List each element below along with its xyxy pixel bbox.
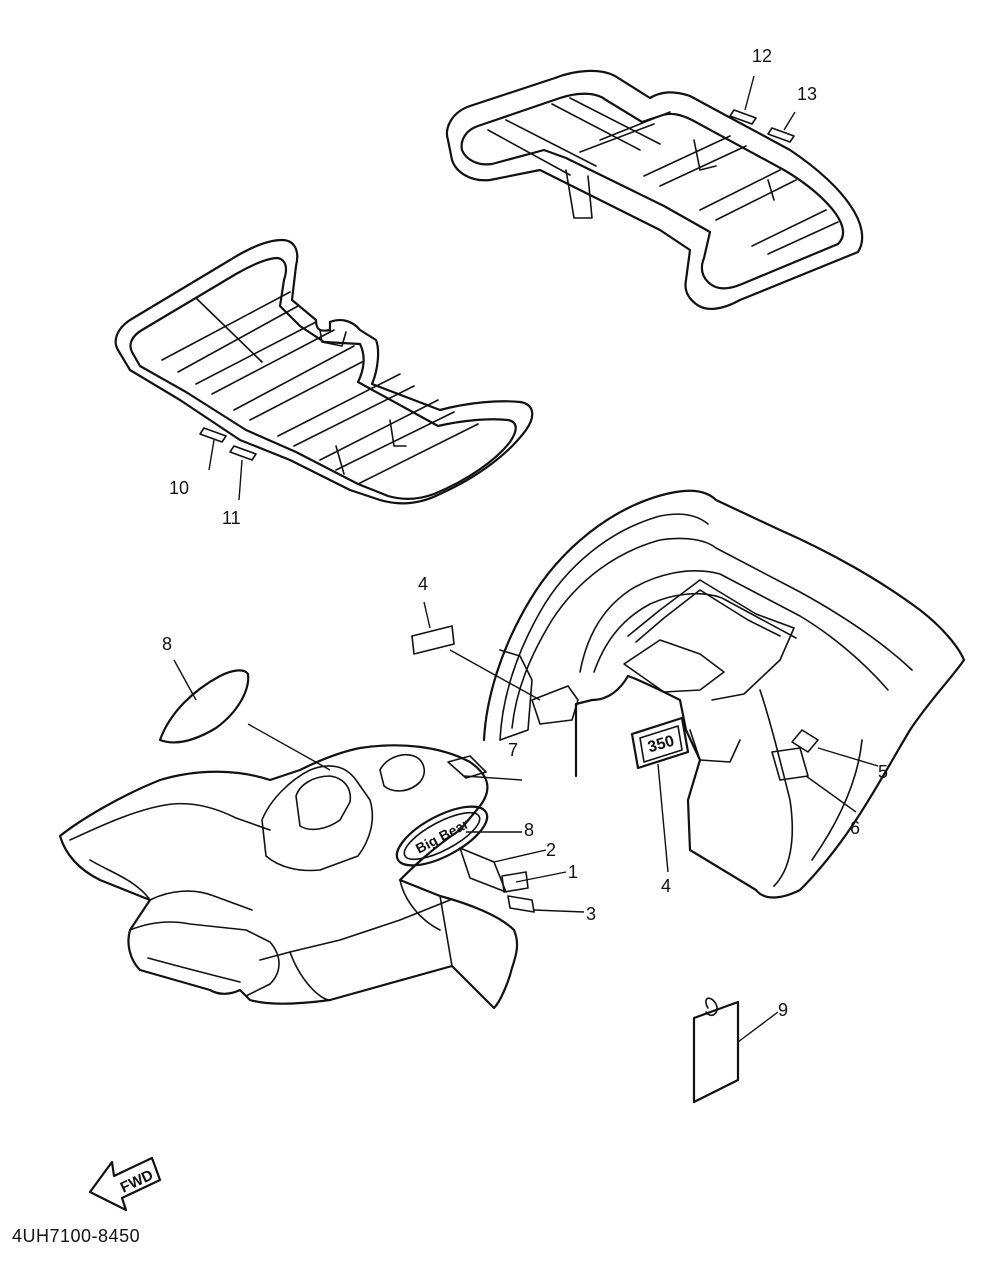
callout-5: 5 (878, 762, 888, 782)
decal-8-bigbear: Big Bear (395, 805, 489, 867)
label-10 (199, 427, 227, 443)
label-13 (767, 127, 795, 143)
decal-5 (791, 729, 819, 753)
front-fender (58, 744, 519, 1010)
callout-9: 9 (778, 1000, 788, 1020)
leader-lines (173, 75, 879, 1043)
callout-10: 10 (169, 478, 189, 498)
decal-4-upper (411, 625, 455, 655)
callout-4-upper: 4 (418, 574, 428, 594)
callout-numbers: 12 13 10 11 4 8 7 8 2 1 3 4 5 6 9 (162, 46, 888, 1020)
rear-carrier (445, 69, 864, 310)
fwd-arrow: FWD (88, 1156, 162, 1212)
callout-4-lower: 4 (661, 876, 671, 896)
callout-13: 13 (797, 84, 817, 104)
decal-1 (501, 871, 529, 893)
label-12 (729, 109, 757, 125)
callout-8-upper: 8 (162, 634, 172, 654)
decal-350-text: 350 (646, 733, 676, 757)
decal-4-350: 350 (630, 716, 690, 770)
decal-7 (447, 755, 487, 779)
label-11 (229, 445, 257, 461)
decal-2 (459, 847, 507, 893)
front-carrier (114, 238, 534, 505)
callout-6: 6 (850, 818, 860, 838)
decal-3 (507, 895, 535, 913)
callout-11: 11 (222, 508, 241, 528)
bigbear-emblem-text: Big Bear (413, 815, 472, 856)
diagram-code: 4UH7100-8450 (12, 1226, 141, 1246)
callout-8-lower: 8 (524, 820, 534, 840)
callout-2: 2 (546, 840, 556, 860)
decal-6 (771, 747, 809, 781)
callout-3: 3 (586, 904, 596, 924)
rear-fender (482, 489, 966, 899)
callout-12: 12 (752, 46, 772, 66)
callout-7: 7 (508, 740, 518, 760)
tag-9 (692, 997, 740, 1104)
callout-1: 1 (568, 862, 578, 882)
decal-8-upper (158, 669, 250, 744)
